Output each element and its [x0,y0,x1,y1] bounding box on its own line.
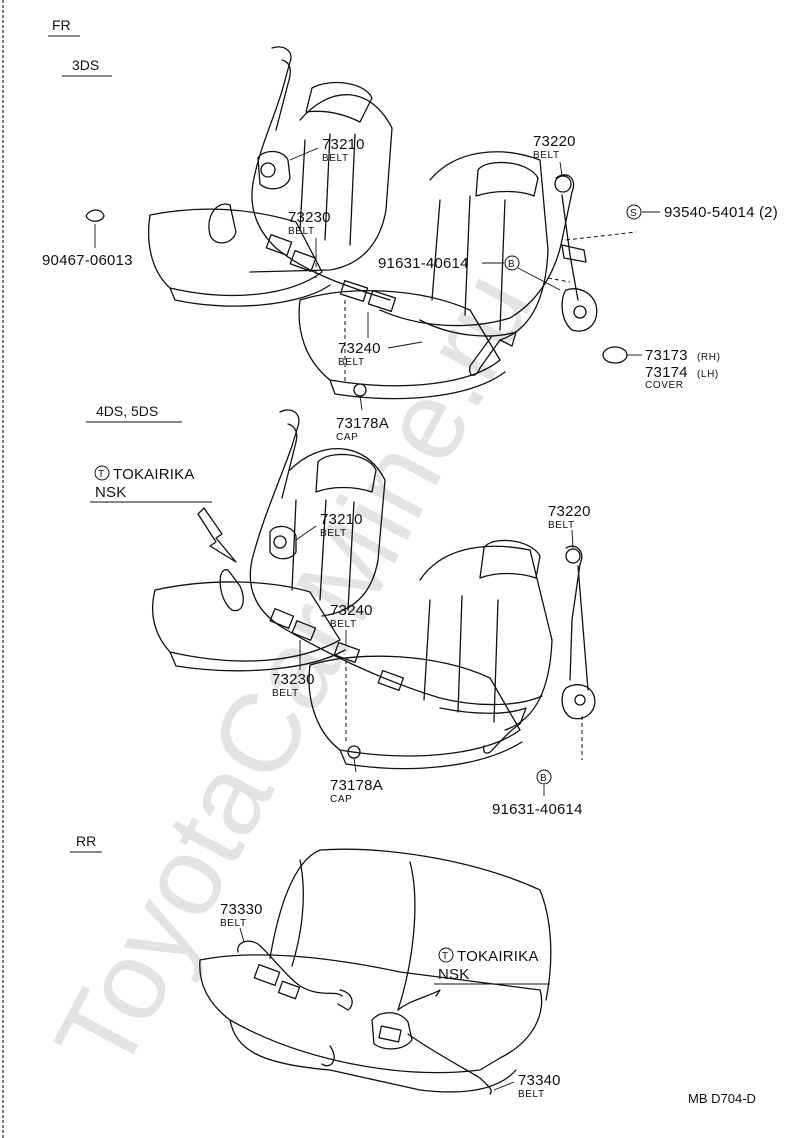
callout-91631-40614-4ds: B 91631-40614 [492,769,583,818]
section-label-fr: FR [52,17,71,33]
part-number-73220: 73220 [533,133,576,150]
part-desc-73240-4ds: BELT [330,619,357,630]
callout-73340: 73340 BELT [493,1072,561,1100]
part-desc-73230: BELT [288,226,315,237]
tokairika-mark-icon: T [442,951,449,962]
part-number-91631-40614-4ds: 91631-40614 [492,801,583,818]
callout-73220-3ds: 73220 BELT [533,133,576,177]
diagram-code: MB D704-D [688,1091,756,1106]
callout-73210-4ds: 73210 BELT [295,511,363,541]
section-label-3ds: 3DS [72,57,99,73]
callout-73220-4ds: 73220 BELT [548,503,591,549]
part-90467-clip [85,209,105,248]
part-desc-cover: COVER [645,380,684,391]
maker-name-nsk-rear: NSK [438,966,469,983]
part-desc-73330: BELT [220,918,247,929]
part-number-73173: 73173 [645,347,688,364]
section-label-4ds-5ds: 4DS, 5DS [96,403,158,419]
part-desc-73210: BELT [322,153,349,164]
callout-90467-06013: 90467-06013 [42,252,133,269]
section-header-3ds: 3DS [62,57,112,77]
maker-name-nsk: NSK [95,484,126,501]
front-seats-4ds-5ds-drawing [152,409,596,770]
part-desc-73240: BELT [338,357,365,368]
section-label-rr: RR [76,833,96,849]
part-desc-73220-4ds: BELT [548,520,575,531]
callout-73178a-4ds: 73178A CAP [330,757,383,805]
part-73173-cover [602,346,628,364]
maker-name-tokairika-rear: TOKAIRIKA [457,948,539,965]
b-mark-icon: B [540,773,547,784]
maker-tokairika-nsk-front: T TOKAIRIKA NSK [90,465,212,503]
section-header-fr: FR [48,17,80,37]
part-number-73230: 73230 [288,209,331,226]
callout-73330: 73330 BELT [220,901,263,943]
part-desc-cap: CAP [336,432,358,443]
s-mark-icon: S [630,208,637,219]
part-number-73210-4ds: 73210 [320,511,363,528]
maker-name-tokairika: TOKAIRIKA [113,466,195,483]
section-header-4ds-5ds: 4DS, 5DS [86,403,182,423]
section-header-rr: RR [70,833,102,853]
tokairika-mark-icon: T [98,469,105,480]
part-number-73240-4ds: 73240 [330,602,373,619]
part-number-73178a: 73178A [336,415,389,432]
part-desc-cap-4ds: CAP [330,794,352,805]
part-number-73240: 73240 [338,340,381,357]
front-seats-3ds-drawing [147,46,637,400]
callout-73178a-3ds: 73178A CAP [336,395,389,443]
part-desc-73230-4ds: BELT [272,688,299,699]
part-73178a-cap-3ds [353,383,367,397]
part-number-93540-54014: 93540-54014 (2) [664,204,778,221]
part-number-91631-40614: 91631-40614 [378,255,469,272]
part-number-73174: 73174 [645,364,688,381]
callout-73173-73174: 73173 (RH) 73174 (LH) COVER [627,347,721,391]
callout-73240-3ds: 73240 BELT [338,312,423,368]
rear-seat-drawing [199,848,552,1095]
part-desc-73340: BELT [518,1089,545,1100]
part-number-73230-4ds: 73230 [272,671,315,688]
part-number-73220-4ds: 73220 [548,503,591,520]
b-mark-icon: B [508,259,515,270]
part-desc-73220: BELT [533,150,560,161]
callout-93540-54014: S 93540-54014 (2) [626,204,778,221]
callout-73240-4ds: 73240 BELT [330,602,373,646]
part-number-73178a-4ds: 73178A [330,777,383,794]
part-suffix-rh: (RH) [697,352,721,363]
part-number-73210: 73210 [322,136,365,153]
part-desc-73210-4ds: BELT [320,528,347,539]
part-number-90467-06013: 90467-06013 [42,252,133,269]
part-suffix-lh: (LH) [697,369,719,380]
callout-91631-40614-3ds: 91631-40614 B [378,255,561,291]
callout-73210-3ds: 73210 BELT [289,136,365,164]
part-number-73340: 73340 [518,1072,561,1089]
callout-73230-4ds: 73230 BELT [272,640,315,699]
part-number-73330: 73330 [220,901,263,918]
maker-tokairika-nsk-rear: T TOKAIRIKA NSK [434,947,550,985]
callout-73230-3ds: 73230 BELT [288,209,331,256]
